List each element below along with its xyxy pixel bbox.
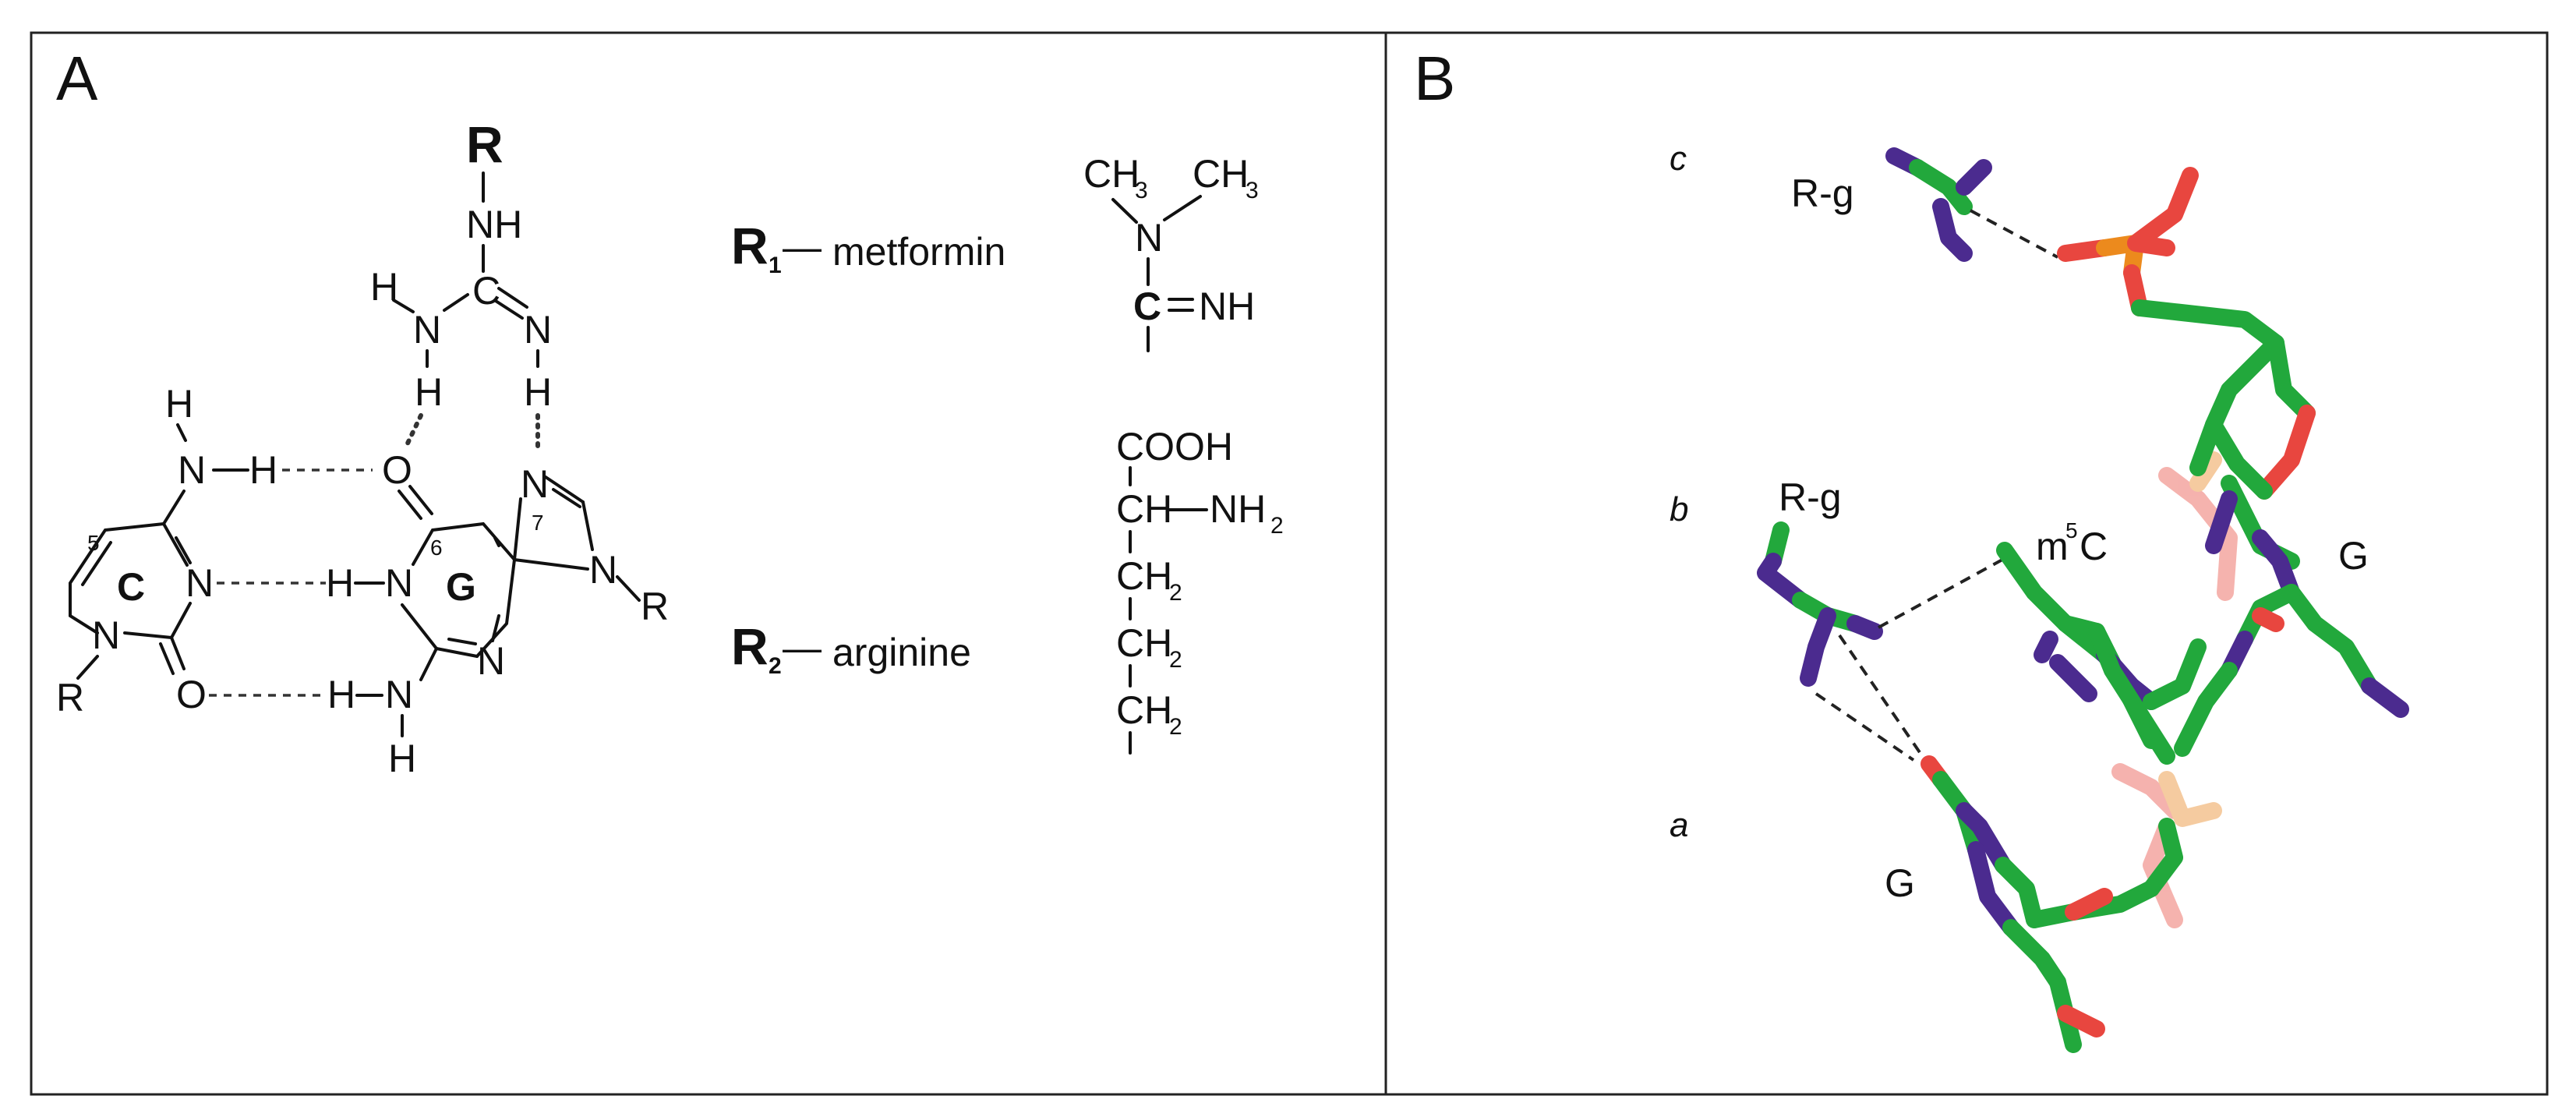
rg-top-label: R-g bbox=[1791, 171, 1854, 215]
svg-text:H: H bbox=[327, 673, 355, 716]
g-right-stick bbox=[2174, 475, 2409, 757]
svg-text:C: C bbox=[117, 565, 145, 609]
svg-text:G: G bbox=[446, 565, 476, 609]
r2-symbol: R bbox=[731, 617, 769, 675]
r1-symbol: R bbox=[731, 217, 769, 274]
svg-text:2: 2 bbox=[769, 653, 782, 679]
svg-text:N: N bbox=[521, 462, 549, 506]
hbond-dotted-left bbox=[403, 413, 423, 451]
svg-text:N: N bbox=[477, 639, 505, 683]
svg-text:2: 2 bbox=[1169, 580, 1182, 606]
r2-arginine: R 2 — arginine COOH CH NH 2 CH 2 CH 2 CH… bbox=[731, 425, 1284, 755]
r-top-label: R bbox=[466, 115, 504, 173]
guanidine-n-left: N bbox=[413, 308, 441, 352]
svg-text:N: N bbox=[186, 561, 214, 605]
g-bottom-label: G bbox=[1885, 861, 1915, 905]
svg-text:CH: CH bbox=[1116, 621, 1172, 665]
panel-a-label: A bbox=[56, 44, 98, 113]
svg-text:2: 2 bbox=[1270, 513, 1284, 539]
svg-text:N: N bbox=[385, 673, 413, 716]
svg-text:NH: NH bbox=[1199, 285, 1255, 328]
svg-text:N: N bbox=[1135, 216, 1163, 260]
svg-text:7: 7 bbox=[532, 511, 544, 535]
panel-b-label: B bbox=[1414, 44, 1455, 113]
svg-text:N: N bbox=[589, 548, 617, 592]
svg-text:H: H bbox=[165, 382, 193, 426]
guanidine-nh: NH bbox=[466, 203, 522, 246]
svg-text:COOH: COOH bbox=[1116, 425, 1233, 468]
svg-text:CH: CH bbox=[1083, 152, 1140, 196]
phosphate-top bbox=[2057, 167, 2316, 500]
svg-text:N: N bbox=[178, 448, 206, 492]
m5c-stick bbox=[1996, 542, 2207, 765]
guanidine-h-n-right: H bbox=[524, 370, 552, 414]
contact-mid-1 bbox=[1878, 553, 2012, 629]
svg-text:3: 3 bbox=[1246, 178, 1259, 203]
figure-frame bbox=[30, 31, 2549, 1096]
panel-a: A R NH C H N N H H H N bbox=[56, 44, 1284, 780]
svg-text:N: N bbox=[92, 613, 120, 657]
contact-top bbox=[1970, 209, 2058, 259]
m5c-label: m bbox=[2036, 525, 2069, 568]
guanidine-h-n-left: H bbox=[415, 370, 443, 414]
guanidine-c: C bbox=[472, 269, 500, 313]
guanine: O H N N H N H N N bbox=[326, 448, 669, 780]
cytosine: H N H N N O R 5 C bbox=[56, 382, 277, 719]
svg-text:R: R bbox=[56, 676, 84, 719]
svg-text:O: O bbox=[176, 673, 207, 716]
svg-text:C: C bbox=[2080, 525, 2108, 568]
svg-text:2: 2 bbox=[1169, 714, 1182, 740]
g-right-label: G bbox=[2338, 534, 2369, 578]
svg-text:C: C bbox=[1133, 285, 1161, 328]
contact-mid-3 bbox=[1815, 692, 1915, 762]
svg-text:H: H bbox=[249, 448, 277, 492]
guanidine-n-right: N bbox=[524, 308, 552, 352]
svg-text:H: H bbox=[388, 737, 416, 780]
svg-text:—: — bbox=[783, 626, 822, 670]
level-b: b bbox=[1670, 490, 1688, 528]
rg-top-stick bbox=[1885, 147, 1992, 262]
rg-mid-stick bbox=[1757, 521, 1883, 687]
svg-text:O: O bbox=[382, 448, 412, 492]
svg-text:6: 6 bbox=[430, 536, 443, 560]
svg-text:CH: CH bbox=[1116, 554, 1172, 598]
level-a: a bbox=[1670, 806, 1688, 844]
svg-text:2: 2 bbox=[1169, 647, 1182, 673]
rg-mid-label: R-g bbox=[1779, 475, 1842, 519]
guanidine-group: R NH C H N N H H bbox=[370, 115, 552, 414]
r2-name: arginine bbox=[832, 631, 971, 674]
svg-text:3: 3 bbox=[1135, 178, 1148, 203]
g-bottom-stick bbox=[1921, 755, 2183, 1053]
svg-text:5: 5 bbox=[2065, 518, 2078, 543]
svg-text:1: 1 bbox=[769, 253, 782, 278]
svg-text:—: — bbox=[783, 225, 822, 269]
panel-b: B c b a R-g bbox=[1414, 44, 2409, 1053]
svg-text:R: R bbox=[641, 585, 669, 628]
r1-metformin: R 1 — metformin CH 3 CH 3 N C NH bbox=[731, 152, 1259, 352]
contact-mid-2 bbox=[1838, 634, 1935, 773]
r1-name: metformin bbox=[832, 230, 1005, 274]
level-c: c bbox=[1670, 140, 1687, 178]
svg-text:5: 5 bbox=[87, 531, 100, 555]
svg-text:CH: CH bbox=[1116, 487, 1172, 531]
svg-text:CH: CH bbox=[1193, 152, 1249, 196]
svg-text:H: H bbox=[326, 561, 354, 605]
svg-text:N: N bbox=[385, 561, 413, 605]
svg-text:NH: NH bbox=[1210, 487, 1266, 531]
svg-text:CH: CH bbox=[1116, 688, 1172, 732]
